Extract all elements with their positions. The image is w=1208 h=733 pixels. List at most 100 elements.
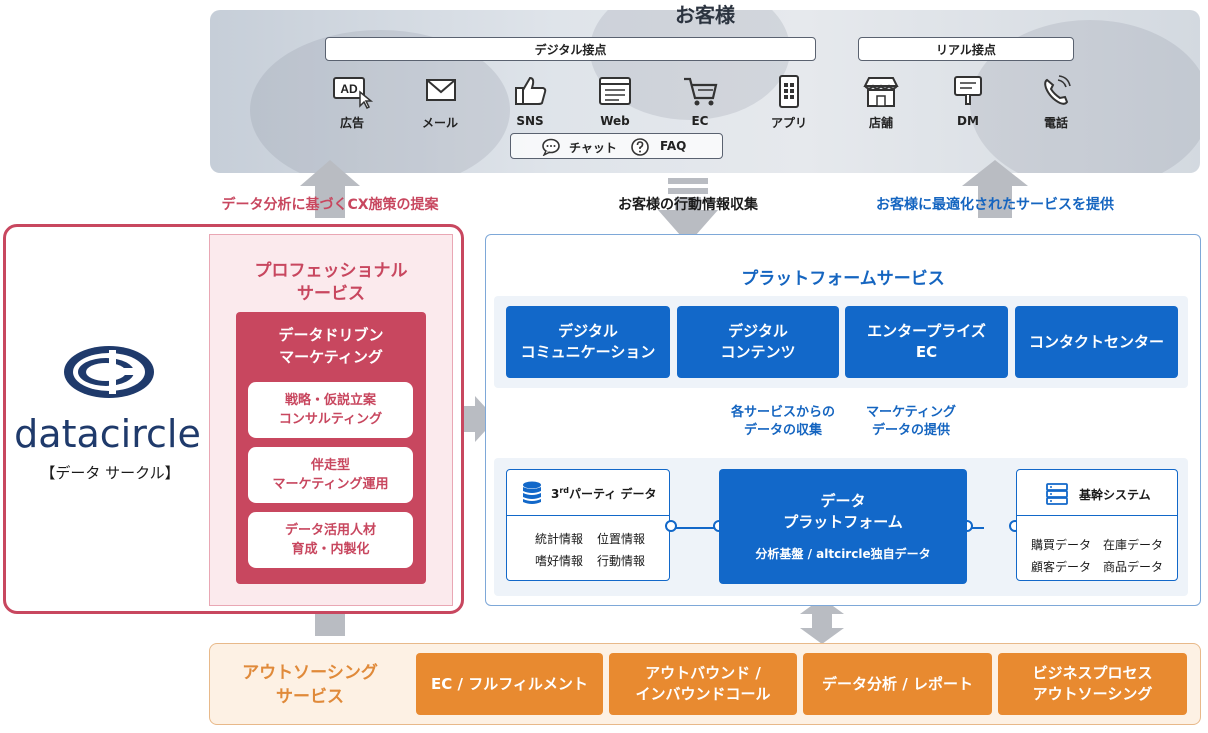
collect-line2: データの収集 <box>743 423 822 438</box>
ddm-line1: データドリブン <box>278 326 384 344</box>
outsourcing-analysis-report: データ分析 / レポート <box>803 653 992 715</box>
thumbs-up-icon <box>515 76 547 105</box>
faq-label: FAQ <box>660 139 687 153</box>
pro-item-line1: 伴走型 <box>310 458 350 473</box>
pro-item-operation: 伴走型 マーケティング運用 <box>248 447 413 503</box>
channel-label: メール <box>421 116 458 130</box>
service-digital-contents: デジタル コンテンツ <box>677 306 839 378</box>
third-party-item: 位置情報 <box>597 532 646 546</box>
outsourcing-item-line1: ビジネスプロセス <box>1032 664 1153 682</box>
outsourcing-bpo: ビジネスプロセス アウトソーシング <box>998 653 1187 715</box>
outsourcing-title-line2: サービス <box>276 687 344 707</box>
third-party-header: 3rdパーティ データ <box>507 470 669 516</box>
channel-ec: EC <box>660 74 740 144</box>
service-line2: EC <box>915 343 938 361</box>
data-platform-line1: データ <box>820 492 866 510</box>
channel-app: アプリ <box>749 74 829 144</box>
outsourcing-ec-fulfillment: EC / フルフィルメント <box>416 653 603 715</box>
service-line1: デジタル <box>728 322 788 340</box>
service-line1: コンタクトセンター <box>1028 332 1164 351</box>
core-system-item: 商品データ <box>1103 560 1164 574</box>
pro-item-line1: データ活用人材 <box>284 523 376 538</box>
channel-phone: 電話 <box>1016 74 1096 144</box>
service-line2: コミュニケーション <box>520 343 656 361</box>
provide-line1: マーケティング <box>866 405 956 420</box>
service-contact-center: コンタクトセンター <box>1015 306 1178 378</box>
channel-label: EC <box>691 114 709 128</box>
pro-item-training: データ活用人材 育成・内製化 <box>248 512 413 568</box>
third-party-title-sup: rd <box>559 486 570 495</box>
connector-lines <box>670 527 984 529</box>
cart-icon <box>684 77 718 106</box>
smartphone-icon <box>779 75 799 108</box>
connector-node <box>665 520 677 532</box>
third-party-item: 嗜好情報 <box>535 554 584 568</box>
collect-label: 各サービスからの データの収集 <box>718 404 848 444</box>
pro-item-line2: 育成・内製化 <box>291 542 370 557</box>
channel-label: DM <box>957 114 979 128</box>
channel-label: 店舗 <box>868 116 893 130</box>
third-party-title-rest: パーティ データ <box>569 487 657 501</box>
channel-ad: AD 広告 <box>312 74 392 144</box>
channel-label: 広告 <box>339 116 364 130</box>
datacircle-subtitle: 【データ サークル】 <box>40 463 180 482</box>
channel-label: 電話 <box>1043 116 1068 130</box>
data-platform-title: データ プラットフォーム <box>719 491 967 533</box>
third-party-item: 行動情報 <box>597 554 646 568</box>
outsourcing-title: アウトソーシング サービス <box>220 660 400 710</box>
service-line1: デジタル <box>558 322 618 340</box>
data-platform-sub: 分析基盤 / altcircle独自データ <box>755 547 931 561</box>
real-touchpoint-label: リアル接点 <box>858 37 1074 61</box>
third-party-title-prefix: 3 <box>551 487 560 501</box>
professional-service-title: プロフェッショナル サービス <box>209 258 453 308</box>
professional-title-line2: サービス <box>297 284 365 304</box>
data-driven-marketing-title: データドリブン マーケティング <box>236 322 426 370</box>
pro-item-strategy: 戦略・仮説立案 コンサルティング <box>248 382 413 438</box>
core-system-item: 在庫データ <box>1103 538 1164 552</box>
store-icon <box>863 77 899 107</box>
browser-icon <box>599 77 631 105</box>
server-icon <box>1046 483 1068 505</box>
document-icon <box>954 76 982 105</box>
core-system-item: 購買データ <box>1031 538 1092 552</box>
digital-touchpoint-label: デジタル接点 <box>325 37 816 61</box>
service-line2: コンテンツ <box>720 343 796 361</box>
provide-line2: データの提供 <box>871 423 950 438</box>
channel-store: 店舗 <box>841 74 921 144</box>
provide-label: マーケティング データの提供 <box>846 404 976 444</box>
core-system-card: 基幹システム 購買データ 在庫データ 顧客データ 商品データ <box>1016 469 1178 581</box>
channel-label: SNS <box>516 114 544 128</box>
datacircle-logo-icon <box>64 346 154 398</box>
professional-title-line1: プロフェッショナル <box>254 261 408 281</box>
pro-item-line2: マーケティング運用 <box>272 477 389 492</box>
outsourcing-title-line1: アウトソーシング <box>242 663 378 683</box>
channel-label: Web <box>600 114 630 128</box>
collect-line1: 各サービスからの <box>730 405 835 420</box>
channel-label: アプリ <box>770 116 807 130</box>
phone-icon <box>1044 75 1071 105</box>
svg-text:AD: AD <box>340 82 358 96</box>
service-line1: エンタープライズ <box>867 322 986 340</box>
outsourcing-item-line1: アウトバウンド / <box>645 664 761 682</box>
pro-item-line1: 戦略・仮説立案 <box>284 393 376 408</box>
chat-faq-box: チャット FAQ <box>510 133 723 159</box>
arrow-label-proposal: データ分析に基づくCX施策の提案 <box>221 197 439 213</box>
channel-mail: メール <box>400 74 480 144</box>
channel-dm: DM <box>928 74 1008 144</box>
third-party-item: 統計情報 <box>535 532 584 546</box>
channel-sns: SNS <box>490 74 570 144</box>
core-system-header: 基幹システム <box>1017 470 1177 516</box>
outsourcing-item-line1: EC / フルフィルメント <box>431 674 588 693</box>
outsourcing-item-line2: アウトソーシング <box>1032 685 1153 703</box>
third-party-data-card: 3rdパーティ データ 統計情報 位置情報 嗜好情報 行動情報 <box>506 469 670 581</box>
ad-icon: AD <box>333 77 374 110</box>
ddm-line2: マーケティング <box>279 348 383 366</box>
service-digital-communication: デジタル コミュニケーション <box>506 306 670 378</box>
core-system-title: 基幹システム <box>1079 488 1151 502</box>
pro-item-line2: コンサルティング <box>278 412 383 427</box>
data-platform-box: データ プラットフォーム 分析基盤 / altcircle独自データ <box>719 469 967 584</box>
customer-title: お客様 <box>675 2 735 27</box>
channel-web: Web <box>575 74 655 144</box>
third-party-title: 3rdパーティ データ <box>551 485 657 502</box>
question-icon <box>631 138 649 156</box>
